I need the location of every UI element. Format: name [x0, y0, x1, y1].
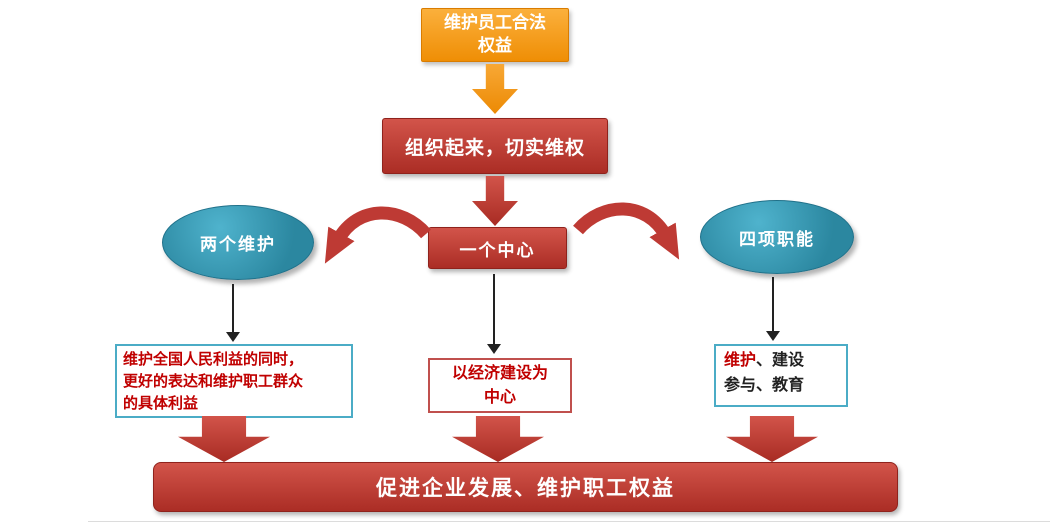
- curved-left-arrow-icon: [324, 206, 431, 264]
- left-connector-arrow-icon: [226, 284, 240, 342]
- center-note-box: 以经济建设为 中心: [428, 358, 572, 413]
- organize-box: 组织起来，切实维权: [382, 118, 608, 174]
- center-box: 一个中心: [428, 227, 567, 269]
- big-right-down-arrow-icon: [726, 416, 818, 462]
- bottom-divider: [88, 521, 1050, 522]
- top-box: 维护员工合法权益: [421, 8, 569, 62]
- curved-right-arrow-icon: [573, 202, 680, 260]
- right-note-line-1: 维护、建设: [724, 349, 838, 374]
- left-note-line-1: 维护全国人民利益的同时，: [123, 351, 304, 368]
- left-note-box: 维护全国人民利益的同时， 更好的表达和维护职工群众 的具体利益: [115, 344, 353, 418]
- right-ellipse: 四项职能: [700, 200, 854, 274]
- right-note-box: 维护、建设 参与、教育: [714, 344, 848, 407]
- right-note-red-text: 维护: [724, 352, 757, 369]
- red-down-arrow-icon: [472, 176, 518, 226]
- bottom-banner: 促进企业发展、维护职工权益: [153, 462, 898, 512]
- right-connector-arrow-icon: [766, 277, 780, 341]
- orange-down-arrow-icon: [472, 64, 518, 114]
- big-left-down-arrow-icon: [178, 416, 270, 462]
- right-note-line-2: 参与、教育: [724, 376, 805, 394]
- left-note-line-3: 的具体利益: [123, 394, 199, 412]
- left-ellipse: 两个维护: [162, 205, 314, 280]
- big-center-down-arrow-icon: [452, 416, 544, 462]
- center-connector-arrow-icon: [487, 274, 501, 354]
- center-note-line-1: 以经济建设为: [451, 365, 548, 383]
- center-note-line-2: 中心: [483, 388, 516, 406]
- right-note-rest-text: 、建设: [756, 352, 805, 369]
- left-note-line-2: 更好的表达和维护职工群众: [123, 372, 304, 390]
